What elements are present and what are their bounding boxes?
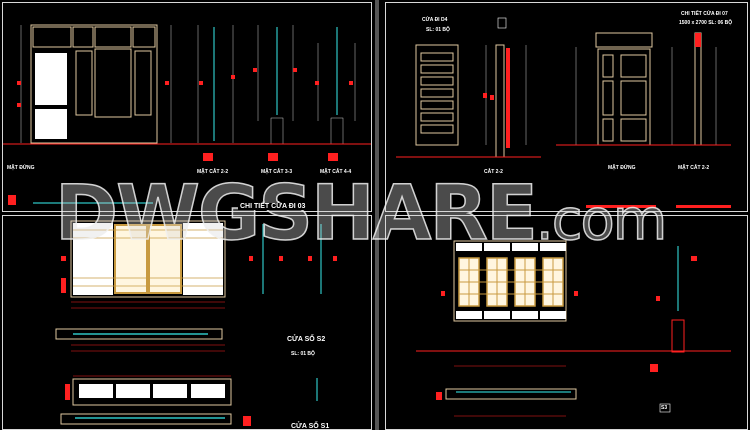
label-mat-cat-4-4: MẶT CẮT 4-4 bbox=[320, 169, 352, 175]
window-s2-title: CỬA SỔ S2 bbox=[287, 336, 326, 343]
drawing-door-03 bbox=[3, 24, 371, 205]
door-07-size: 1500 x 2700 SL: 06 BỘ bbox=[679, 20, 733, 26]
label-mat-cat-2-2: MẶT CẮT 2-2 bbox=[678, 165, 710, 171]
panel-top-left: MẶT ĐỨNG MẶT CẮT 2-2 MẶT CẮT 3-3 MẶT CẮT… bbox=[2, 2, 372, 212]
drawing-windows-s1-s2 bbox=[55, 220, 337, 426]
watermark-suffix: .com bbox=[535, 187, 668, 254]
window-s1-title: CỬA SỔ S1 bbox=[291, 423, 330, 430]
label-mat-cat-2-2: MẶT CẮT 2-2 bbox=[197, 169, 229, 175]
watermark: DWGSHARE.com bbox=[54, 167, 668, 258]
door-d4-qty: SL: 01 BỘ bbox=[426, 27, 450, 33]
label-mat-cat-3-3: MẶT CẮT 3-3 bbox=[261, 169, 293, 175]
window-s2-qty: SL: 01 BỘ bbox=[291, 351, 315, 357]
window-s3-tag: S3 bbox=[661, 405, 668, 411]
panel-bottom-right: S3 bbox=[385, 215, 748, 430]
panel-bottom-left: CỬA SỔ S2 SL: 01 BỘ CỬA SỔ S1 bbox=[2, 215, 372, 430]
panel-top-right: CỬA ĐI D4 SL: 01 BỘ CHI TIẾT CỬA ĐI 07 1… bbox=[385, 2, 748, 212]
label-mat-dung: MẶT ĐỨNG bbox=[7, 165, 35, 171]
label-mat-dung: MẶT ĐỨNG bbox=[608, 165, 636, 171]
label-cat-2-2: CẮT 2-2 bbox=[484, 169, 503, 175]
door-d4-title: CỬA ĐI D4 bbox=[422, 17, 448, 23]
drawing-door-07 bbox=[396, 17, 731, 208]
door-07-title: CHI TIẾT CỬA ĐI 07 bbox=[681, 11, 728, 17]
label-detail-title: CHI TIẾT CỬA ĐI 03 bbox=[238, 203, 308, 210]
sheet-divider bbox=[375, 0, 379, 430]
watermark-main: DWGSHARE bbox=[54, 167, 538, 258]
drawing-window-s3 bbox=[416, 240, 731, 417]
